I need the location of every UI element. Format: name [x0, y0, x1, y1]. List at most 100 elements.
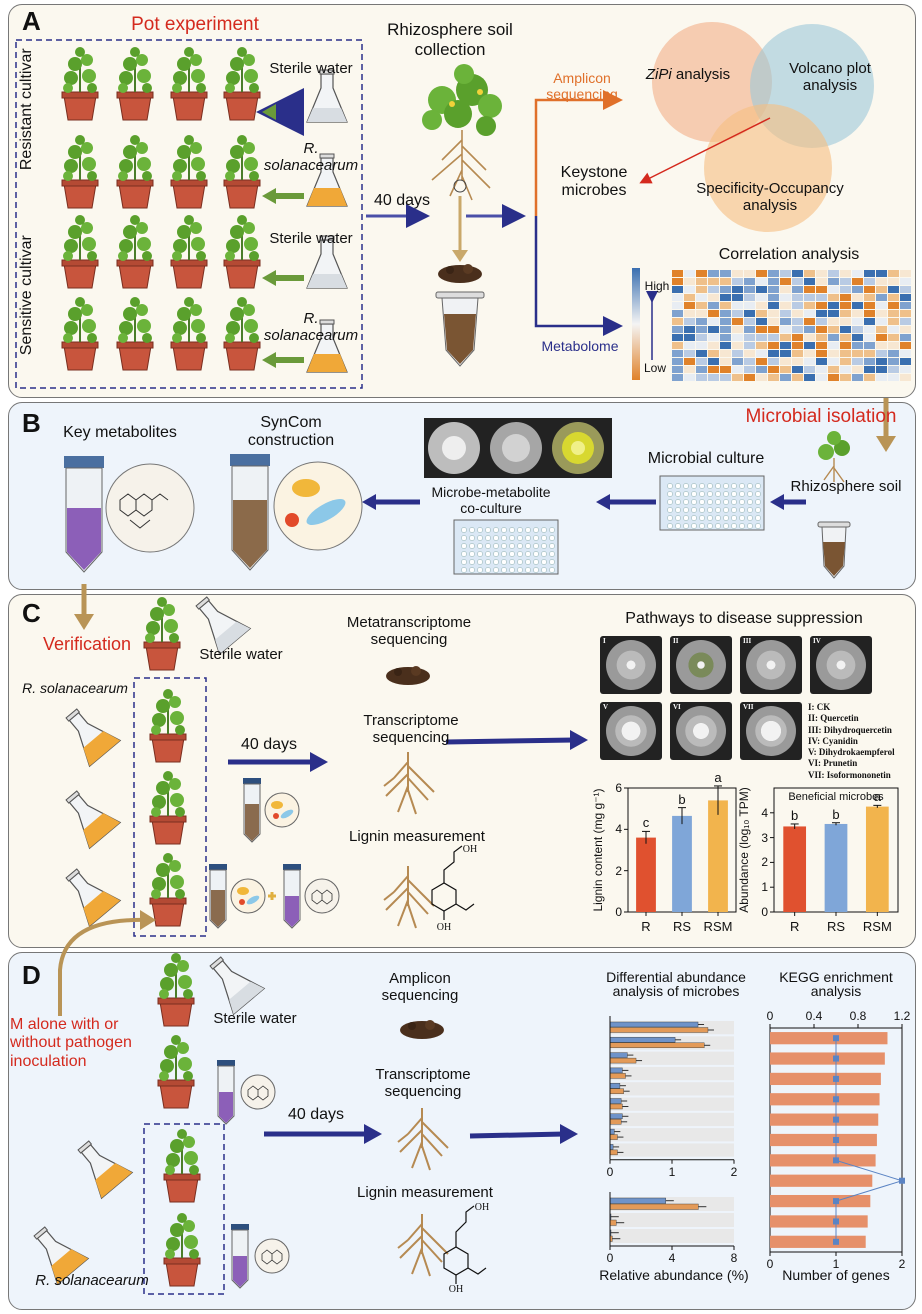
plate-well	[525, 551, 531, 557]
plate-well	[493, 543, 499, 549]
abundance-bar	[609, 1042, 705, 1049]
plate-well	[493, 535, 499, 541]
heatmap-cell	[768, 334, 779, 341]
chart-title-kegg: KEGG enrichment analysis	[779, 969, 893, 999]
abundance-bar	[609, 1027, 709, 1033]
plate-well	[707, 507, 713, 513]
heatmap-cell	[804, 270, 815, 277]
plate-well	[533, 559, 539, 565]
plate-well	[675, 491, 681, 497]
plate-well	[469, 535, 475, 541]
heatmap-cell	[876, 318, 887, 325]
heatmap-cell	[696, 270, 707, 277]
heatmap-cell	[672, 374, 683, 381]
row-bg	[610, 1082, 734, 1096]
y-tick-label: 2	[761, 855, 768, 870]
abundance-bar	[609, 1103, 623, 1110]
heatmap-cell	[708, 366, 719, 373]
bar-R	[783, 826, 807, 912]
heatmap-cell	[708, 294, 719, 301]
heatmap-cell	[684, 310, 695, 317]
bottom-tick-label: 1	[832, 1257, 840, 1271]
plate-well	[723, 515, 729, 521]
plate-well	[675, 499, 681, 505]
heatmap-cell	[888, 350, 899, 357]
x-tick-label: 1	[668, 1164, 676, 1179]
plate-well	[469, 567, 475, 573]
plate-well	[723, 507, 729, 513]
heatmap-cell	[708, 270, 719, 277]
heatmap-cell	[828, 366, 839, 373]
plate-well	[747, 499, 753, 505]
heatmap-cell	[780, 374, 791, 381]
plate-well	[707, 515, 713, 521]
oh-label-c1: OH	[462, 844, 478, 855]
bar-RSM	[865, 806, 889, 912]
heatmap-cell	[792, 342, 803, 349]
rhizosphere-collection-label: Rhizosphere soil collection	[387, 20, 513, 59]
plate-well	[509, 551, 515, 557]
sterile-water-label-d: Sterile water	[213, 1010, 297, 1027]
plate-well	[691, 499, 697, 505]
y-tick-label: 2	[615, 863, 622, 878]
heatmap-cell	[852, 334, 863, 341]
sterile-water-label-2: Sterile water	[269, 230, 353, 247]
plate-well	[493, 527, 499, 533]
rhizosphere-soil-label: Rhizosphere soil	[790, 478, 902, 495]
heatmap-cell	[816, 350, 827, 357]
heatmap-cell	[876, 270, 887, 277]
abundance-bar	[609, 1037, 676, 1043]
heatmap-cell	[672, 270, 683, 277]
y-tick-label: 0	[615, 905, 622, 919]
plate-well	[509, 535, 515, 541]
row-bg	[610, 1051, 734, 1065]
heatmap-cell	[732, 326, 743, 333]
kegg-point	[833, 1218, 839, 1225]
kegg-point	[833, 1238, 839, 1245]
abundance-bar	[609, 1119, 622, 1125]
plate-well	[549, 559, 555, 565]
plate-well	[755, 491, 761, 497]
heatmap-cell	[876, 342, 887, 349]
abundance-bar	[609, 1219, 617, 1226]
x-tick-label: 2	[730, 1164, 738, 1179]
plate-well	[747, 507, 753, 513]
plate-well	[723, 483, 729, 489]
x-tick-label: 0	[606, 1164, 614, 1179]
heatmap-cell	[672, 326, 683, 333]
plate-well	[461, 551, 467, 557]
plate-well	[485, 559, 491, 565]
heatmap-cell	[828, 294, 839, 301]
x-tick-label: RS	[672, 919, 692, 934]
abundance-bar	[609, 1052, 628, 1058]
plate-well	[533, 543, 539, 549]
specificity-occupancy-label: Specificity-Occupancy analysis	[696, 180, 844, 215]
plate-well	[541, 559, 547, 565]
heatmap-cell	[756, 294, 767, 301]
plate-well	[533, 567, 539, 573]
heatmap-cell	[696, 318, 707, 325]
plate-well	[715, 483, 721, 489]
heatmap-cell	[864, 286, 875, 293]
heatmap-cell	[852, 310, 863, 317]
heatmap-cell	[792, 358, 803, 365]
pathogen-label-1: R. solanacearum	[263, 140, 359, 175]
heatmap-cell	[768, 358, 779, 365]
heatmap-cell	[684, 350, 695, 357]
heatmap-cell	[756, 342, 767, 349]
plate-well	[501, 559, 507, 565]
significance-letter: b	[791, 807, 799, 823]
top-tick-label: 0.4	[805, 1009, 823, 1023]
plate-well	[715, 523, 721, 529]
heatmap-cell	[900, 374, 911, 381]
plate-well	[461, 559, 467, 565]
heatmap-cell	[816, 286, 827, 293]
heatmap-cell	[828, 334, 839, 341]
plate-well	[755, 483, 761, 489]
kegg-point	[833, 1096, 839, 1103]
heatmap-cell	[888, 358, 899, 365]
heatmap-cell	[792, 350, 803, 357]
heatmap-cell	[840, 326, 851, 333]
heatmap-cell	[876, 286, 887, 293]
petri-dish-6: VI	[670, 702, 732, 760]
